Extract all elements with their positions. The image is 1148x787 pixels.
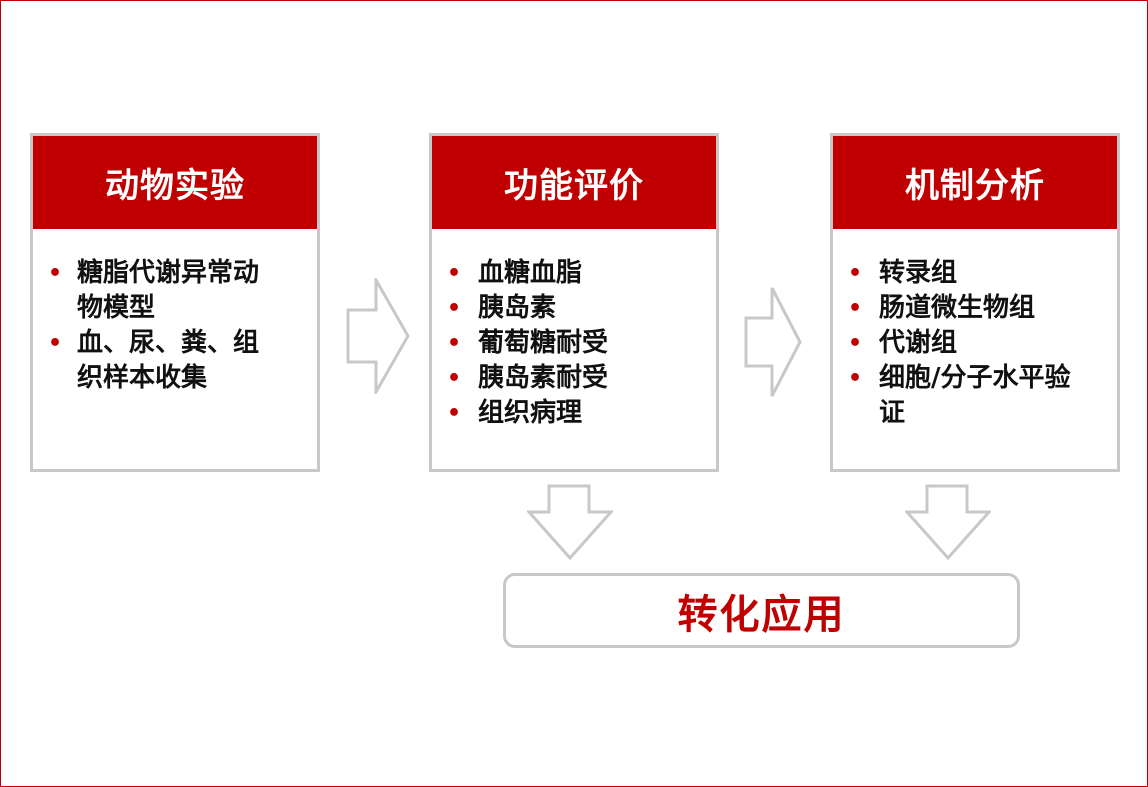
list-item-label: 糖脂代谢异常动物模型: [77, 258, 260, 323]
application-box: 转化应用: [503, 573, 1020, 648]
step-card-animal-experiment: 动物实验 • 糖脂代谢异常动物模型 • 血、尿、粪、组织样本收集: [30, 133, 320, 472]
list-item: • 胰岛素耐受: [444, 361, 716, 396]
bullet-icon: •: [447, 331, 462, 356]
bullet-icon: •: [447, 261, 462, 286]
list-item: • 胰岛素: [444, 291, 716, 326]
list-item-label: 代谢组: [879, 328, 958, 358]
step-item-list: • 血糖血脂 • 胰岛素 • 葡萄糖耐受 • 胰岛素耐受 • 组织病理: [432, 229, 716, 431]
bullet-icon: •: [48, 261, 63, 286]
list-item: • 血、尿、粪、组织样本收集: [45, 326, 317, 396]
bullet-icon: •: [848, 296, 863, 321]
list-item-label: 细胞/分子水平验证: [879, 363, 1071, 428]
list-item-label: 血、尿、粪、组织样本收集: [77, 328, 260, 393]
bullet-icon: •: [447, 401, 462, 426]
step-card-mechanism-analysis: 机制分析 • 转录组 • 肠道微生物组 • 代谢组 • 细胞/分子水平验证: [830, 133, 1120, 472]
list-item-label: 肠道微生物组: [879, 293, 1036, 323]
step-card-function-evaluation: 功能评价 • 血糖血脂 • 胰岛素 • 葡萄糖耐受 • 胰岛素耐受 • 组织病理: [429, 133, 719, 472]
step-item-list: • 转录组 • 肠道微生物组 • 代谢组 • 细胞/分子水平验证: [833, 229, 1117, 431]
list-item-label: 转录组: [879, 258, 958, 288]
list-item: • 糖脂代谢异常动物模型: [45, 256, 317, 326]
bullet-icon: •: [848, 331, 863, 356]
bullet-icon: •: [848, 366, 863, 391]
list-item-label: 血糖血脂: [478, 258, 583, 288]
list-item-label: 葡萄糖耐受: [478, 328, 609, 358]
application-label: 转化应用: [677, 591, 846, 638]
list-item: • 代谢组: [845, 326, 1117, 361]
step-title: 动物实验: [33, 136, 317, 229]
bullet-icon: •: [447, 296, 462, 321]
arrow-down-icon: [527, 484, 613, 560]
arrow-right-icon: [346, 278, 410, 394]
bullet-icon: •: [848, 261, 863, 286]
step-title: 功能评价: [432, 136, 716, 229]
list-item-label: 组织病理: [478, 398, 583, 428]
list-item-label: 胰岛素: [478, 293, 557, 323]
bullet-icon: •: [447, 366, 462, 391]
list-item: • 葡萄糖耐受: [444, 326, 716, 361]
list-item-label: 胰岛素耐受: [478, 363, 609, 393]
list-item: • 细胞/分子水平验证: [845, 361, 1117, 431]
arrow-right-icon: [744, 287, 802, 397]
step-item-list: • 糖脂代谢异常动物模型 • 血、尿、粪、组织样本收集: [33, 229, 317, 396]
list-item: • 血糖血脂: [444, 256, 716, 291]
arrow-down-icon: [905, 484, 991, 560]
list-item: • 肠道微生物组: [845, 291, 1117, 326]
step-title: 机制分析: [833, 136, 1117, 229]
bullet-icon: •: [48, 331, 63, 356]
list-item: • 转录组: [845, 256, 1117, 291]
list-item: • 组织病理: [444, 396, 716, 431]
